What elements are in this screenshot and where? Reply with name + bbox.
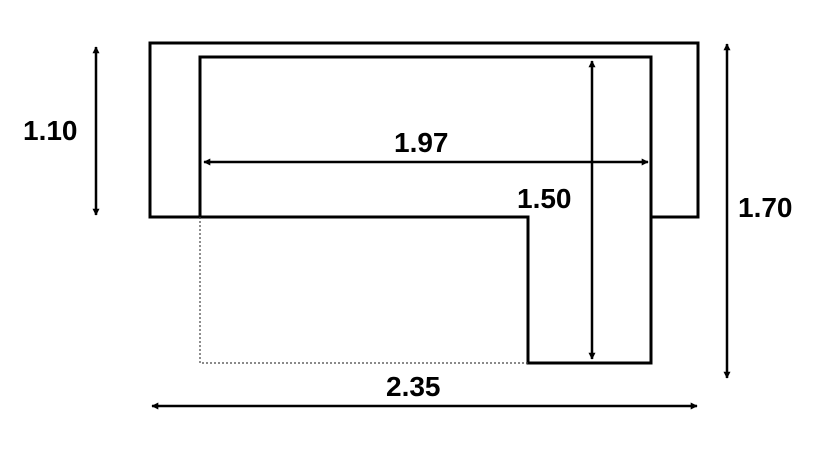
left-height-label: 1.10 — [23, 115, 78, 146]
sofa-ghost-outline — [199, 217, 528, 364]
total-width-label: 2.35 — [386, 371, 441, 402]
chaise-depth-label: 1.50 — [517, 183, 572, 214]
total-depth-label: 1.70 — [738, 192, 793, 223]
sofa-seat-outline — [198, 55, 653, 365]
inner-width-label: 1.97 — [394, 127, 449, 158]
